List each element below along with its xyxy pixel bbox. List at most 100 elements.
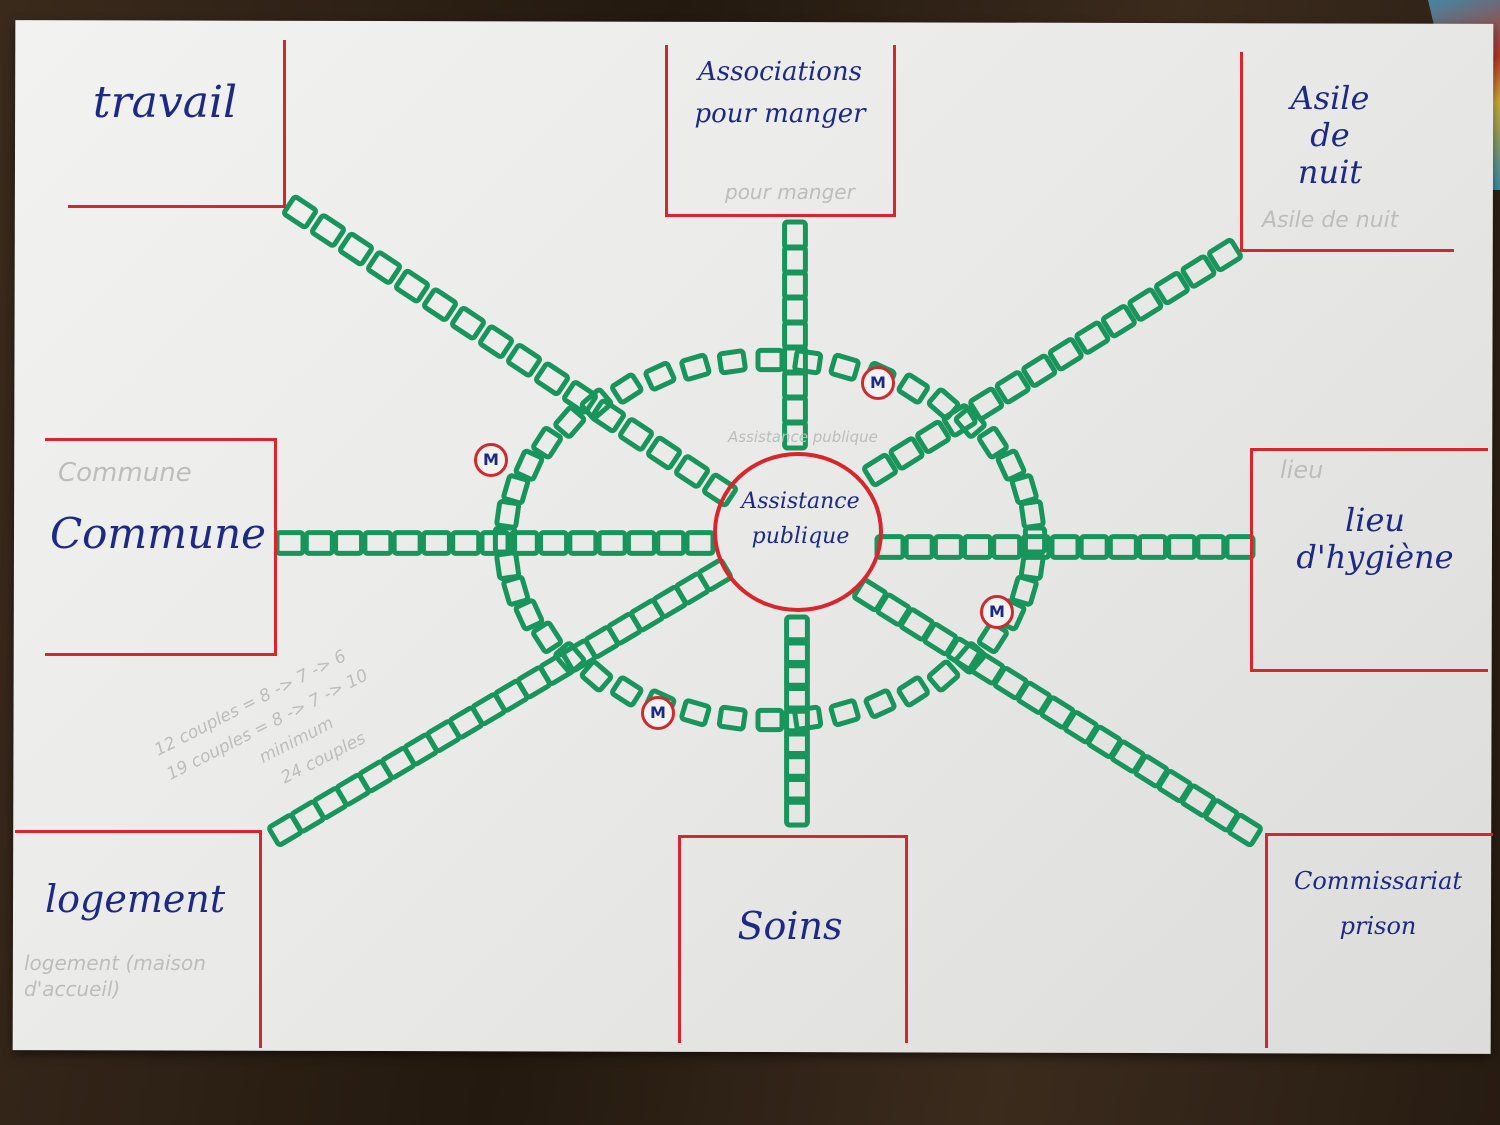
- track-space[interactable]: [567, 530, 599, 556]
- track-space[interactable]: [1195, 534, 1227, 560]
- track-space[interactable]: [782, 369, 808, 401]
- track-space[interactable]: [903, 534, 935, 560]
- track-space[interactable]: [643, 361, 677, 392]
- track-space[interactable]: [953, 641, 987, 675]
- track-space[interactable]: [450, 530, 482, 556]
- track-space[interactable]: [274, 530, 306, 556]
- marker-m[interactable]: M: [980, 595, 1014, 629]
- track-space[interactable]: [1018, 499, 1046, 530]
- track-space[interactable]: [926, 659, 961, 693]
- track-space[interactable]: [792, 348, 824, 376]
- track-space[interactable]: [282, 194, 318, 230]
- track-space[interactable]: [782, 244, 808, 276]
- track-space[interactable]: [782, 394, 808, 426]
- track-space[interactable]: [716, 704, 748, 732]
- track-space[interactable]: [646, 435, 682, 471]
- track-space[interactable]: [333, 530, 365, 556]
- track-space[interactable]: [991, 534, 1023, 560]
- track-space[interactable]: [590, 398, 626, 434]
- track-space[interactable]: [501, 473, 531, 506]
- track-space[interactable]: [531, 620, 563, 654]
- track-space[interactable]: [994, 370, 1031, 405]
- track-space[interactable]: [1078, 534, 1110, 560]
- track-space[interactable]: [679, 698, 712, 728]
- track-space[interactable]: [784, 614, 810, 646]
- track-space[interactable]: [508, 530, 540, 556]
- track-space[interactable]: [782, 269, 808, 301]
- track-space[interactable]: [953, 405, 987, 439]
- track-space[interactable]: [625, 530, 657, 556]
- location-travail[interactable]: [68, 40, 286, 208]
- track-space[interactable]: [1074, 320, 1111, 355]
- track-space[interactable]: [310, 213, 346, 248]
- track-space[interactable]: [501, 574, 531, 607]
- track-space[interactable]: [506, 343, 542, 378]
- track-space[interactable]: [1022, 525, 1048, 555]
- track-space[interactable]: [926, 387, 961, 421]
- track-space[interactable]: [977, 426, 1009, 460]
- track-space[interactable]: [684, 530, 716, 556]
- track-space[interactable]: [1020, 534, 1052, 560]
- track-space[interactable]: [1137, 534, 1168, 560]
- track-space[interactable]: [784, 751, 810, 782]
- track-space[interactable]: [782, 419, 808, 451]
- track-space[interactable]: [1166, 534, 1198, 560]
- track-space[interactable]: [862, 452, 898, 488]
- track-space[interactable]: [579, 387, 614, 421]
- track-space[interactable]: [494, 499, 522, 530]
- marker-m[interactable]: M: [641, 696, 675, 730]
- track-space[interactable]: [513, 448, 545, 482]
- track-space[interactable]: [1224, 534, 1256, 560]
- track-space[interactable]: [422, 287, 458, 322]
- track-space[interactable]: [618, 417, 654, 452]
- track-space[interactable]: [782, 319, 808, 351]
- track-space[interactable]: [538, 530, 570, 556]
- track-space[interactable]: [420, 530, 452, 556]
- track-space[interactable]: [391, 530, 423, 556]
- track-space[interactable]: [1009, 574, 1039, 607]
- location-asile[interactable]: [1240, 52, 1454, 252]
- track-space[interactable]: [303, 530, 335, 556]
- track-space[interactable]: [1107, 534, 1139, 560]
- track-space[interactable]: [366, 250, 402, 285]
- track-space[interactable]: [755, 347, 785, 373]
- location-soins[interactable]: [678, 835, 908, 1043]
- track-space[interactable]: [579, 659, 614, 693]
- track-space[interactable]: [784, 773, 810, 805]
- track-space[interactable]: [932, 534, 964, 560]
- track-space[interactable]: [896, 675, 930, 708]
- track-space[interactable]: [782, 294, 808, 326]
- track-space[interactable]: [888, 436, 925, 471]
- marker-m[interactable]: M: [474, 443, 508, 477]
- track-space[interactable]: [534, 361, 570, 396]
- track-space[interactable]: [792, 704, 824, 732]
- location-associations[interactable]: [665, 45, 896, 217]
- location-hygiene[interactable]: [1250, 448, 1488, 672]
- location-commissariat[interactable]: [1265, 833, 1493, 1048]
- track-space[interactable]: [828, 698, 861, 728]
- track-space[interactable]: [562, 380, 598, 415]
- track-space[interactable]: [394, 268, 430, 304]
- track-space[interactable]: [1207, 237, 1243, 273]
- location-commune[interactable]: [45, 438, 277, 656]
- track-space[interactable]: [784, 796, 810, 828]
- track-space[interactable]: [679, 352, 712, 382]
- track-space[interactable]: [1009, 473, 1039, 506]
- track-space[interactable]: [362, 530, 394, 556]
- track-space[interactable]: [1180, 254, 1217, 289]
- track-space[interactable]: [513, 598, 545, 632]
- track-space[interactable]: [784, 660, 810, 691]
- track-space[interactable]: [610, 372, 644, 405]
- center-assistance-publique[interactable]: [713, 452, 883, 612]
- track-space[interactable]: [784, 637, 810, 669]
- track-space[interactable]: [553, 405, 587, 439]
- track-space[interactable]: [852, 577, 888, 613]
- track-space[interactable]: [674, 454, 710, 489]
- track-space[interactable]: [531, 426, 563, 460]
- track-space[interactable]: [915, 419, 951, 454]
- track-space[interactable]: [1127, 287, 1164, 322]
- track-space[interactable]: [494, 550, 522, 581]
- track-space[interactable]: [338, 231, 374, 267]
- track-space[interactable]: [782, 219, 808, 251]
- track-space[interactable]: [1047, 337, 1084, 372]
